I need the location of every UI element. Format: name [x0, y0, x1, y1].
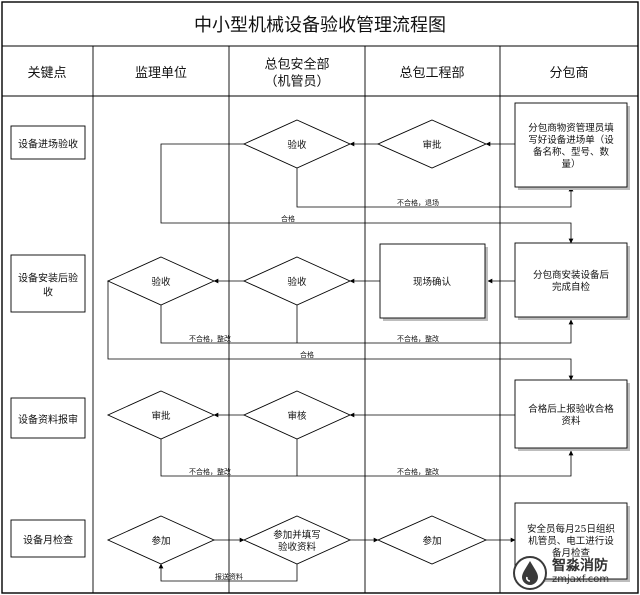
edge-label: 不合格，整改	[189, 334, 231, 343]
page-title: 中小型机械设备验收管理流程图	[194, 15, 446, 36]
node-sub3: 合格后上报验收合格资料	[514, 379, 630, 451]
key-point-label: 设备安装后验收	[18, 271, 78, 298]
edge-label: 不合格，整改	[397, 334, 439, 343]
flow-edges	[107, 141, 574, 582]
node-sub4: 安全员每月25日组织机管员、电工进行设备月检查	[514, 502, 630, 582]
flow-nodes: 分包商物资管理员填写好设备进场单（设备名称、型号、数量） 审批 验收 分包商安装…	[106, 102, 630, 582]
node-label: 现场确认	[413, 276, 452, 288]
edge-label: 报送资料	[215, 572, 243, 581]
node-eng4: 参加	[376, 515, 488, 565]
lane-header-safety: 总包安全部（机管员）	[264, 56, 329, 89]
edge-saf1-sub2-pass	[160, 143, 574, 244]
node-saf4: 参加并填写验收资料	[242, 515, 352, 565]
key-point-label: 设备进场验收	[18, 137, 78, 150]
node-label: 审核	[287, 410, 307, 422]
node-sup4: 参加	[106, 515, 216, 565]
node-saf2: 验收	[242, 256, 352, 306]
edge-saf1-sub1-reject	[296, 168, 574, 208]
node-sub1: 分包商物资管理员填写好设备进场单（设备名称、型号、数量）	[514, 102, 630, 190]
node-sup3: 审批	[106, 390, 216, 440]
node-sub2: 分包商安装设备后完成自检	[514, 242, 630, 320]
edge-label: 不合格，整改	[189, 467, 231, 476]
node-label: 验收	[287, 276, 307, 288]
key-point-box	[10, 397, 86, 439]
node-sup2: 验收	[106, 256, 216, 306]
water-drop-logo-icon	[513, 556, 547, 590]
key-points-column: 设备进场验收 设备安装后验收 设备资料报审 设备月检查	[10, 125, 86, 558]
edge-label: 合格	[281, 214, 295, 223]
node-label: 参加	[422, 535, 441, 547]
key-point-box	[10, 519, 86, 558]
lane-headers: 关键点 监理单位 总包安全部（机管员） 总包工程部 分包商	[27, 56, 588, 89]
lane-header-subcontractor: 分包商	[549, 66, 588, 81]
lane-header-engineering: 总包工程部	[399, 66, 464, 81]
lane-header-supervisor: 监理单位	[135, 66, 187, 81]
node-label: 审批	[422, 139, 442, 151]
watermark-url: zmjaxf.com	[552, 574, 610, 585]
key-point-label: 设备资料报审	[18, 413, 78, 426]
node-label: 分包商安装设备后完成自检	[533, 269, 610, 293]
edge-labels: 不合格，退场 合格 不合格，整改 不合格，整改 合格 不合格，整改 不合格，整改…	[189, 198, 439, 581]
edge-label: 合格	[300, 350, 314, 359]
edge-sup3-sub3-reject	[160, 439, 574, 477]
node-eng2: 现场确认	[379, 243, 488, 321]
node-label: 合格后上报验收合格资料	[528, 403, 614, 427]
edge-label: 不合格，退场	[397, 198, 439, 207]
node-saf3: 审核	[242, 390, 352, 440]
node-label: 验收	[151, 276, 171, 288]
edge-sup2-sub3-pass	[107, 281, 574, 381]
node-label: 参加	[151, 535, 170, 547]
lane-header-key-points: 关键点	[27, 66, 66, 81]
key-point-box	[10, 125, 86, 160]
key-point-box	[10, 254, 86, 313]
edge-label: 不合格，整改	[397, 467, 439, 476]
node-saf1: 验收	[242, 119, 352, 169]
edge-sup2-sub2-reject	[160, 305, 574, 344]
watermark: 智淼消防 zmjaxf.com	[508, 553, 636, 593]
node-label: 参加并填写验收资料	[273, 529, 321, 553]
edge-saf4-sup4-return	[158, 563, 298, 582]
node-label: 审批	[151, 410, 171, 422]
node-label: 分包商物资管理员填写好设备进场单（设备名称、型号、数量）	[528, 122, 614, 170]
key-point-label: 设备月检查	[23, 533, 73, 546]
node-eng1: 审批	[376, 119, 488, 169]
node-label: 验收	[287, 139, 307, 151]
node-label: 安全员每月25日组织机管员、电工进行设备月检查	[527, 523, 615, 559]
watermark-name: 智淼消防	[552, 558, 608, 574]
